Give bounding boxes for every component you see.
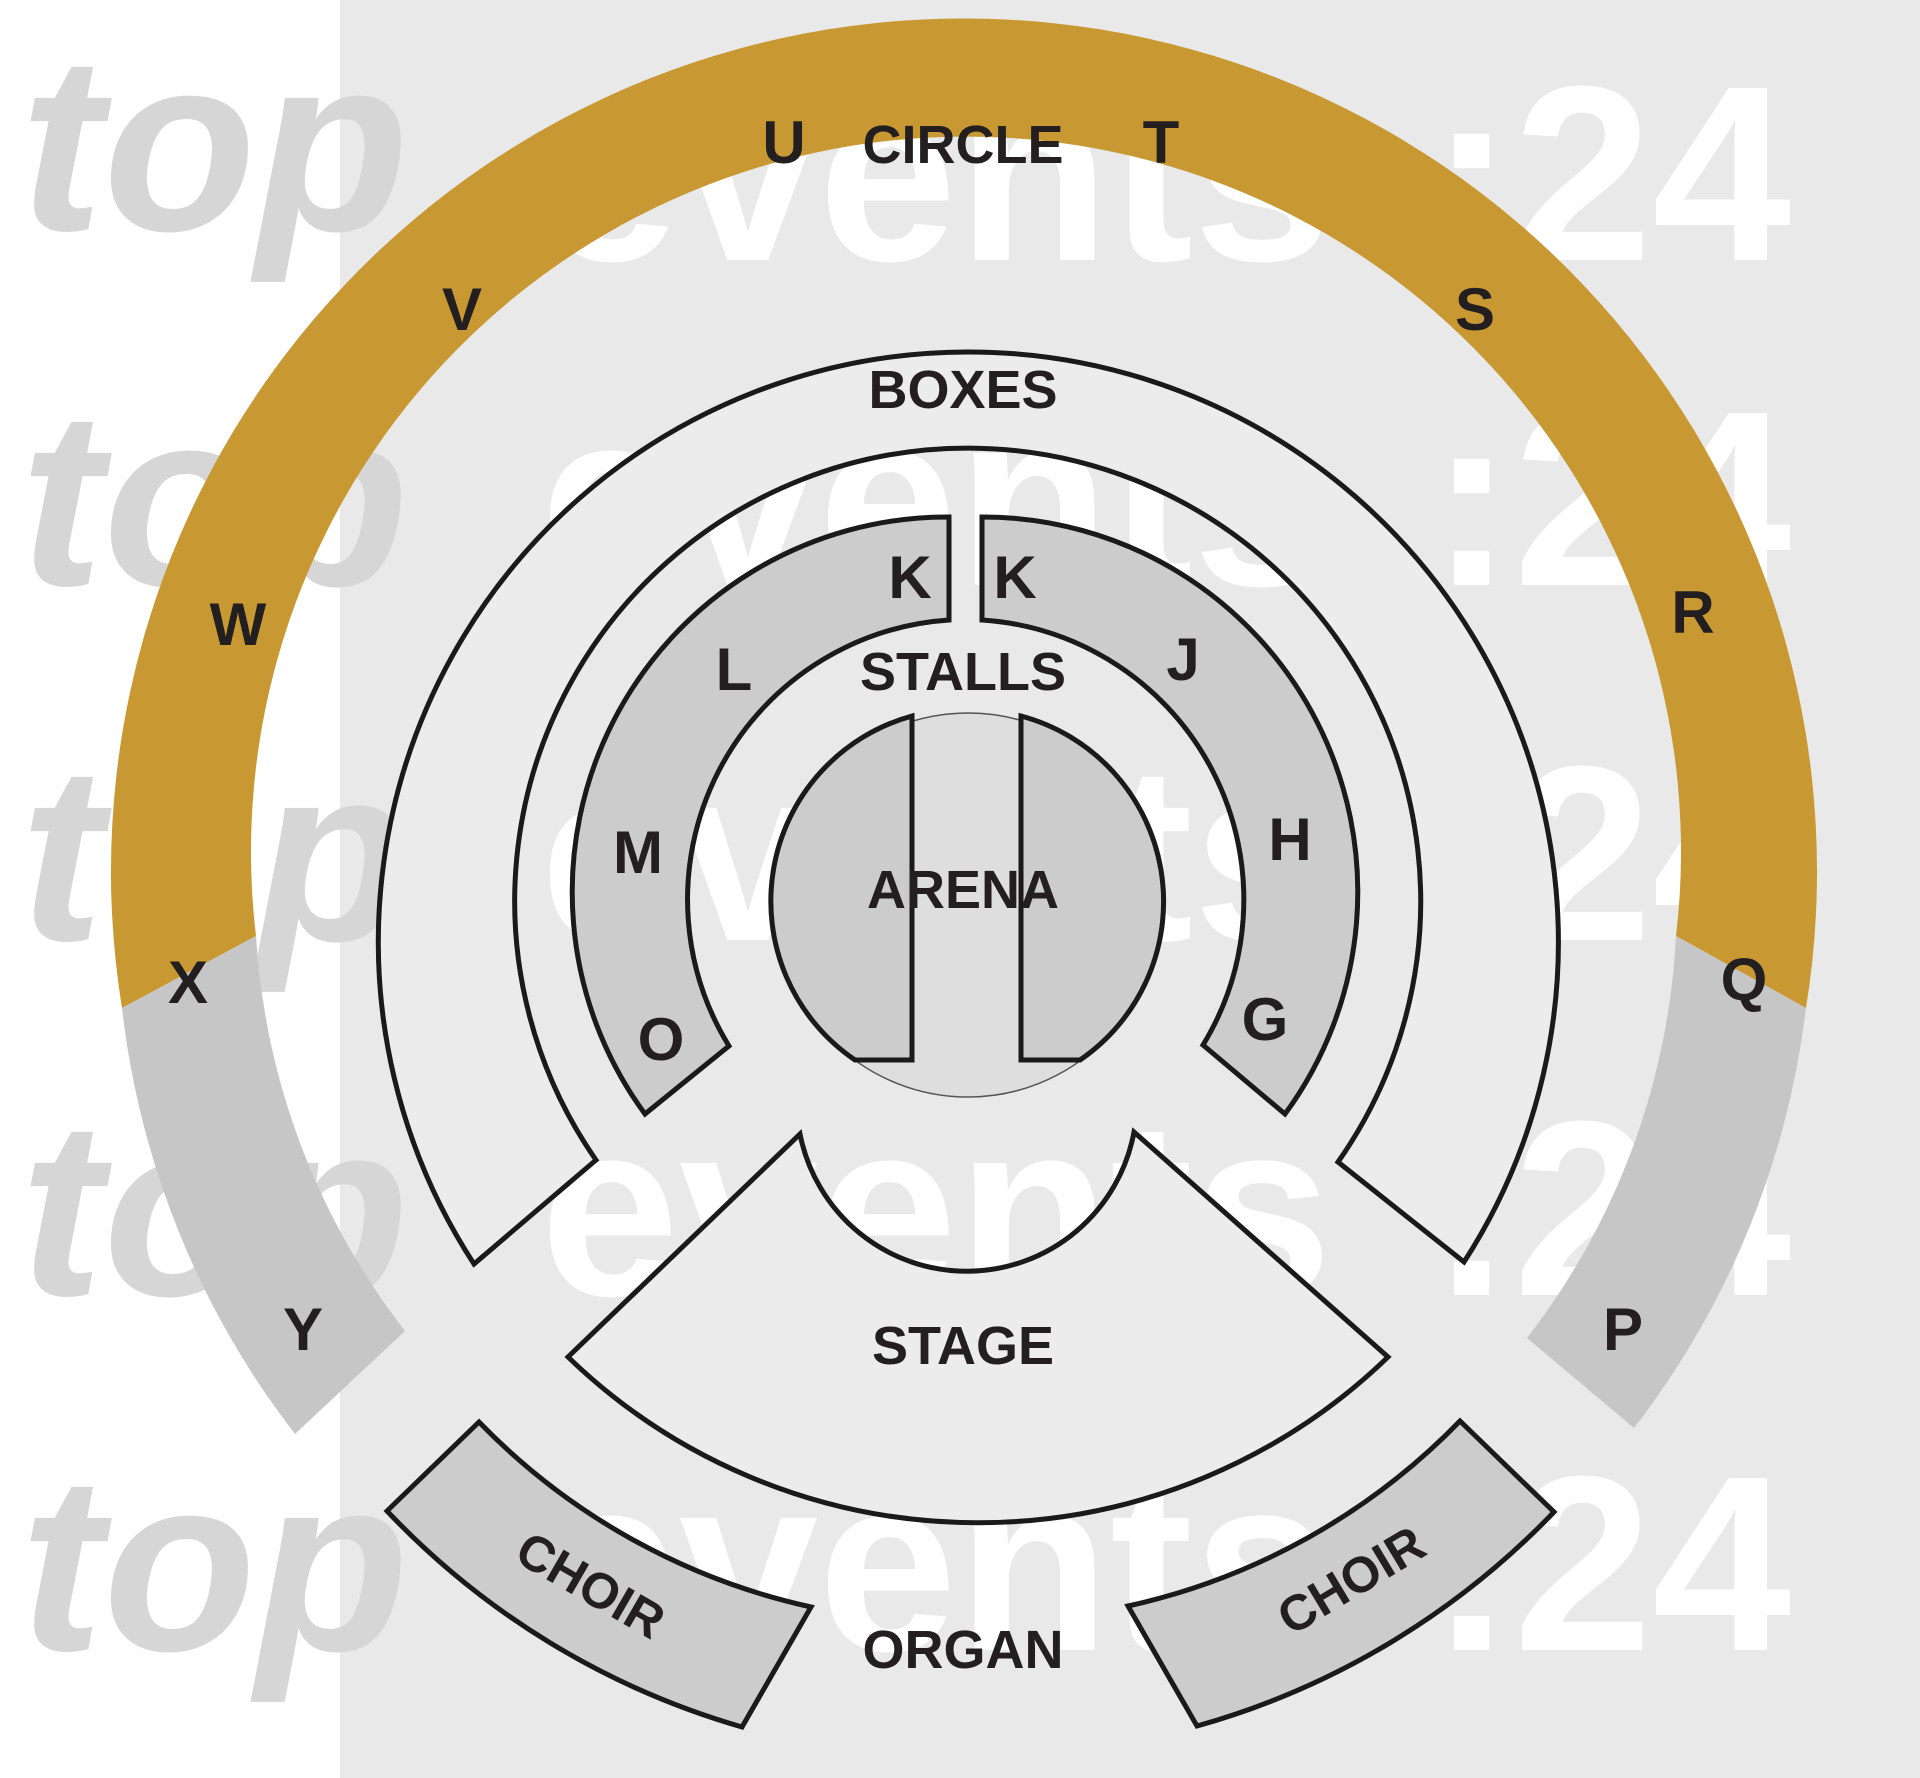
stage-area bbox=[564, 1127, 1392, 1526]
choir-right-block[interactable] bbox=[1124, 1417, 1558, 1729]
label-block-u: U bbox=[762, 109, 805, 176]
label-organ: ORGAN bbox=[863, 1620, 1064, 1680]
label-circle: CIRCLE bbox=[863, 115, 1064, 175]
watermark-top-1: top bbox=[20, 4, 409, 283]
circle-grey-left[interactable] bbox=[122, 936, 405, 1434]
label-block-h: H bbox=[1268, 806, 1311, 873]
label-block-l: L bbox=[716, 636, 753, 703]
label-block-x: X bbox=[168, 949, 208, 1016]
label-block-o: O bbox=[638, 1006, 685, 1073]
choir-left-block[interactable] bbox=[383, 1418, 815, 1730]
label-stage: STAGE bbox=[872, 1316, 1054, 1376]
label-block-j: J bbox=[1166, 626, 1199, 693]
arena-left-block[interactable] bbox=[768, 712, 915, 1063]
label-stalls: STALLS bbox=[860, 642, 1066, 702]
label-block-p: P bbox=[1603, 1296, 1643, 1363]
label-block-y: Y bbox=[283, 1296, 323, 1363]
circle-gold-band[interactable] bbox=[111, 18, 1818, 1009]
label-block-v: V bbox=[442, 276, 482, 343]
watermark-top-5: top bbox=[20, 1424, 409, 1703]
circle-grey-right[interactable] bbox=[1527, 936, 1806, 1428]
label-block-m: M bbox=[613, 819, 663, 886]
label-block-k-left: K bbox=[888, 544, 931, 611]
stalls-right-block[interactable] bbox=[979, 514, 1361, 1118]
label-arena: ARENA bbox=[867, 860, 1059, 920]
label-block-k-right: K bbox=[993, 544, 1036, 611]
label-block-g: G bbox=[1242, 986, 1289, 1053]
label-block-q: Q bbox=[1721, 946, 1768, 1013]
boxes-section[interactable] bbox=[375, 349, 1561, 1268]
arena-right-block[interactable] bbox=[1018, 712, 1167, 1063]
label-boxes: BOXES bbox=[868, 360, 1057, 420]
label-block-w: W bbox=[210, 591, 267, 658]
label-block-t: T bbox=[1143, 109, 1180, 176]
label-block-r: R bbox=[1671, 579, 1714, 646]
stalls-left-block[interactable] bbox=[569, 514, 952, 1118]
label-block-s: S bbox=[1455, 276, 1495, 343]
